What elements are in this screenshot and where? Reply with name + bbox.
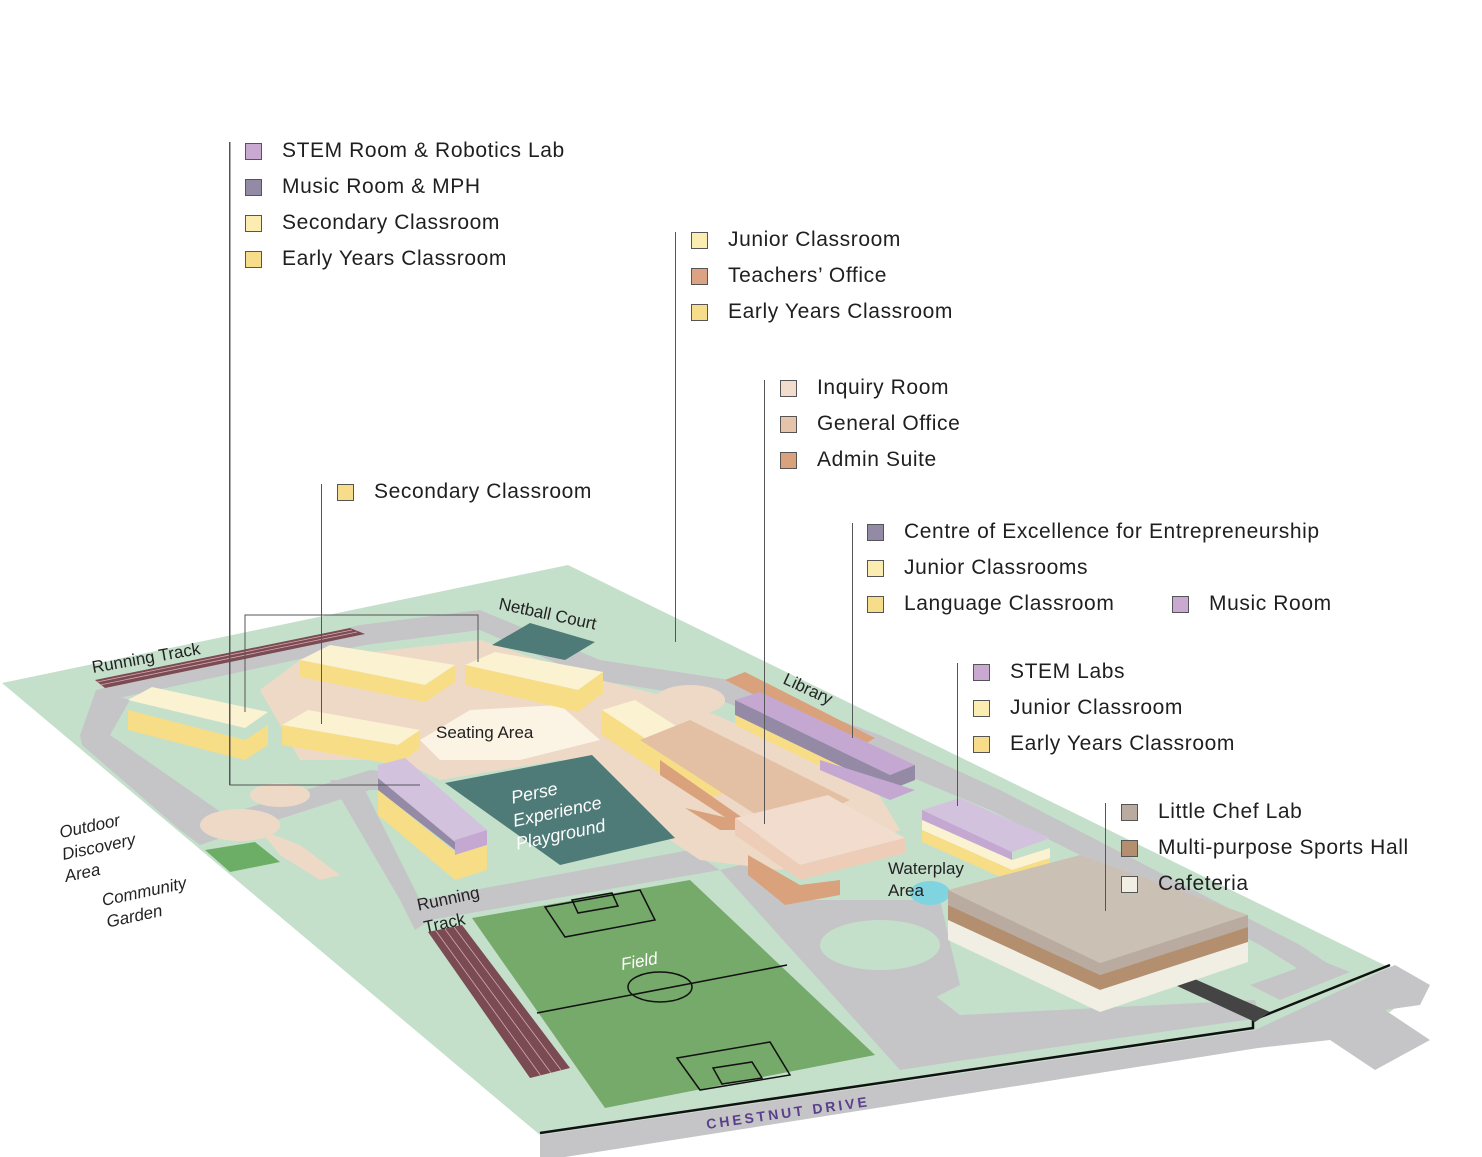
outdoor-discovery-lane [260,830,340,880]
leader-line-7 [1105,803,1106,911]
legend-label: Inquiry Room [817,376,950,399]
seating-area-label: Seating Area [436,723,534,742]
road-edge-line [539,963,1391,1135]
waterplay-pool [910,881,950,905]
legend-label: Multi-purpose Sports Hall [1158,836,1409,859]
sand-pad-1 [655,685,725,715]
legend-label: Junior Classroom [1010,696,1183,719]
field [472,880,875,1108]
leader-line-4 [764,380,765,824]
legend-label: Junior Classroom [728,228,901,251]
field-markings [536,889,792,1091]
pointer-bracket [229,142,420,786]
stem-music-block [378,758,487,880]
sports-hall-block [948,855,1248,1012]
legend-swatch [867,596,884,613]
legend-label: STEM Labs [1010,660,1126,683]
legend-label: Language Classroom [904,592,1115,615]
leader-line-2 [321,484,322,724]
secondary-block-north [300,645,455,702]
legend-label: Music Room & MPH [282,175,481,198]
running-track-bottom [428,925,570,1078]
legend-label: Teachers’ Office [728,264,887,287]
parking-bay-2 [1175,977,1270,1022]
netball-court [492,623,595,660]
pointer-bracket-2 [244,614,479,712]
running-track-top-lanes [96,629,358,686]
legend-label: STEM Room & Robotics Lab [282,139,565,162]
outdoor-discovery-pad-2 [250,783,310,807]
leader-line-6 [957,663,958,806]
south-path [330,780,720,930]
legend-label: Cafeteria [1158,872,1249,895]
legend-swatch [780,416,797,433]
legend-swatch [1121,804,1138,821]
legend-swatch [1172,596,1189,613]
legend-swatch [691,232,708,249]
legend-label: Admin Suite [817,448,937,471]
legend-label: General Office [817,412,961,435]
legend-swatch [973,736,990,753]
legend-label: Junior Classrooms [904,556,1089,579]
legend-swatch [973,664,990,681]
leader-line-1 [229,142,230,785]
legend-swatch [245,143,262,160]
secondary-block-west [128,687,268,760]
legend-swatch [1121,876,1138,893]
north-path [96,610,1330,970]
east-drive [720,860,1260,1070]
legend-swatch [780,452,797,469]
loop-island [820,920,940,970]
legend-swatch [337,484,354,501]
legend-swatch [973,700,990,717]
stem-labs-block [922,798,1050,882]
legend-swatch [245,179,262,196]
legend-label: Centre of Excellence for Entrepreneurshi… [904,520,1320,543]
legend-label: Early Years Classroom [282,247,508,270]
waterplay-label-1: Waterplay [888,859,964,878]
legend-swatch [1121,840,1138,857]
legend-swatch [691,304,708,321]
chestnut-drive-road [540,965,1430,1157]
admin-block [735,795,905,905]
perse-experience-playground [445,755,675,865]
legend-label: Little Chef Lab [1158,800,1303,823]
outdoor-discovery-label: Outdoor Discovery Area [58,810,139,886]
running-track-bottom-lanes [435,926,562,1077]
legend-swatch [867,560,884,577]
legend-label: Early Years Classroom [1010,732,1236,755]
parking-bay-1 [1250,960,1350,1000]
seating-area [420,705,600,760]
svg-text:Area: Area [62,860,102,886]
community-garden-label: Community Garden [100,873,190,931]
leader-line-5 [852,523,853,738]
legend-swatch [780,380,797,397]
outdoor-discovery-pad [200,809,280,841]
legend-swatch [245,215,262,232]
legend-label: Secondary Classroom [282,211,500,234]
community-garden [205,842,280,872]
legend-label: Secondary Classroom [374,480,592,503]
secondary-block-east [465,652,603,712]
legend-label: Music Room [1209,592,1332,615]
legend-swatch [691,268,708,285]
legend-swatch [867,524,884,541]
library-block [725,672,915,800]
legend-label: Early Years Classroom [728,300,954,323]
leader-line-3 [675,232,676,642]
legend-swatch [245,251,262,268]
secondary-block-mid [282,710,420,765]
perimeter-path [80,690,420,845]
waterplay-label-2: Area [888,881,924,900]
